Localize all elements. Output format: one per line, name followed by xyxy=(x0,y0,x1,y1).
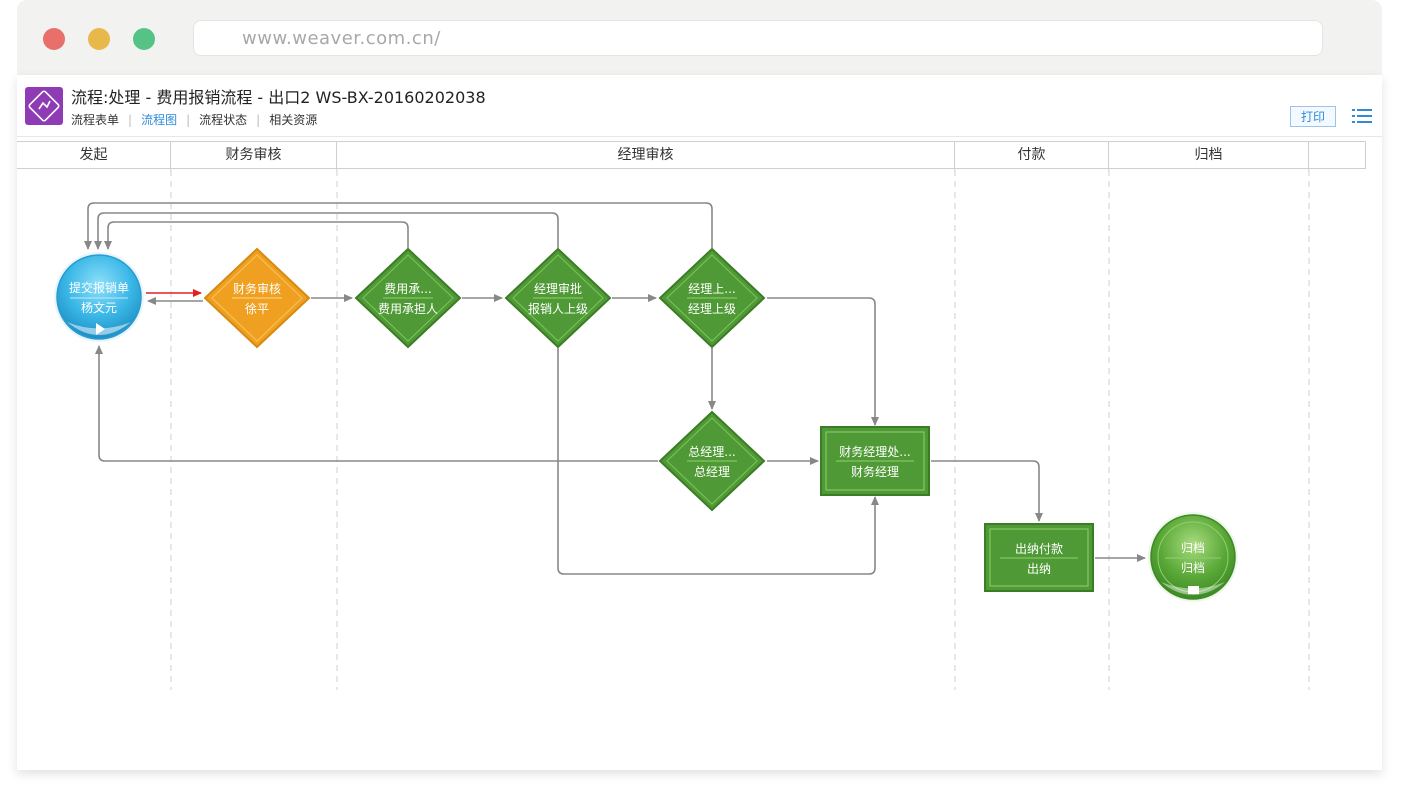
lane-dividers xyxy=(170,170,1310,690)
node-label: 经理上... xyxy=(688,282,735,296)
node-expense-bearer[interactable]: 费用承... 费用承担人 xyxy=(354,247,462,349)
tab-bar: 流程表单 | 流程图 | 流程状态 | 相关资源 xyxy=(71,111,317,128)
node-cashier-pay[interactable]: 出纳付款 出纳 xyxy=(984,523,1094,592)
tab-separator: | xyxy=(256,113,261,127)
node-label: 费用承... xyxy=(384,282,431,296)
node-label: 归档 xyxy=(1181,541,1205,555)
workflow-app-icon xyxy=(25,87,63,125)
tab-status[interactable]: 流程状态 xyxy=(199,113,248,127)
tab-separator: | xyxy=(186,113,191,127)
node-archive[interactable]: 归档 归档 xyxy=(1148,512,1238,602)
flow-connectors xyxy=(84,202,1146,575)
minimize-window-dot-icon[interactable] xyxy=(88,28,110,50)
node-finance-review[interactable]: 财务审核 徐平 xyxy=(203,247,311,349)
node-submit[interactable]: 提交报销单 杨文元 xyxy=(54,252,144,342)
node-operator: 总经理 xyxy=(694,465,730,479)
node-label: 出纳付款 xyxy=(1015,542,1063,556)
workflow-diagram: 提交报销单 杨文元 财务审核 徐平 费用承... 费用承担人 经理审批 报销人上… xyxy=(54,170,1310,690)
close-window-dot-icon[interactable] xyxy=(43,28,65,50)
node-manager-up[interactable]: 经理上... 经理上级 xyxy=(658,247,766,349)
node-label: 财务经理处... xyxy=(839,444,910,459)
address-bar[interactable]: www.weaver.com.cn/ xyxy=(193,20,1323,56)
print-button[interactable]: 打印 xyxy=(1290,106,1336,127)
node-manager-approve[interactable]: 经理审批 报销人上级 xyxy=(504,247,612,349)
address-bar-url: www.weaver.com.cn/ xyxy=(242,28,441,49)
node-general-manager[interactable]: 总经理... 总经理 xyxy=(658,410,766,512)
lane-manager-review: 经理审核 xyxy=(337,142,955,170)
tab-form[interactable]: 流程表单 xyxy=(71,113,120,127)
tab-flowchart[interactable]: 流程图 xyxy=(141,113,178,127)
tab-resources[interactable]: 相关资源 xyxy=(269,113,318,127)
node-operator: 财务经理 xyxy=(851,464,899,479)
node-finance-manager[interactable]: 财务经理处... 财务经理 xyxy=(820,426,930,496)
lane-finance-review: 财务审核 xyxy=(171,142,337,170)
node-operator: 经理上级 xyxy=(688,302,736,316)
lane-archive: 归档 xyxy=(1109,142,1309,170)
stop-icon xyxy=(1188,586,1199,594)
maximize-window-dot-icon[interactable] xyxy=(133,28,155,50)
node-label: 财务审核 xyxy=(233,281,281,296)
tab-separator: | xyxy=(128,113,133,127)
page-title: 流程:处理 - 费用报销流程 - 出口2 WS-BX-20160202038 xyxy=(71,88,486,107)
node-label: 提交报销单 xyxy=(69,280,129,295)
workflow-window: 流程:处理 - 费用报销流程 - 出口2 WS-BX-20160202038 流… xyxy=(17,75,1382,770)
node-operator: 费用承担人 xyxy=(378,302,438,316)
list-icon[interactable] xyxy=(1352,107,1372,125)
node-operator: 徐平 xyxy=(245,301,269,316)
node-operator: 出纳 xyxy=(1027,562,1051,576)
lane-payment: 付款 xyxy=(955,142,1109,170)
header-divider xyxy=(17,136,1382,137)
browser-chrome: www.weaver.com.cn/ xyxy=(17,0,1382,75)
node-operator: 归档 xyxy=(1181,561,1205,575)
node-operator: 杨文元 xyxy=(81,300,117,315)
node-operator: 报销人上级 xyxy=(528,301,588,316)
swimlane-header: 发起 财务审核 经理审核 付款 归档 xyxy=(17,141,1366,170)
lane-initiate: 发起 xyxy=(17,142,171,170)
node-label: 总经理... xyxy=(688,445,735,459)
node-label: 经理审批 xyxy=(534,281,582,296)
play-icon xyxy=(96,323,105,335)
